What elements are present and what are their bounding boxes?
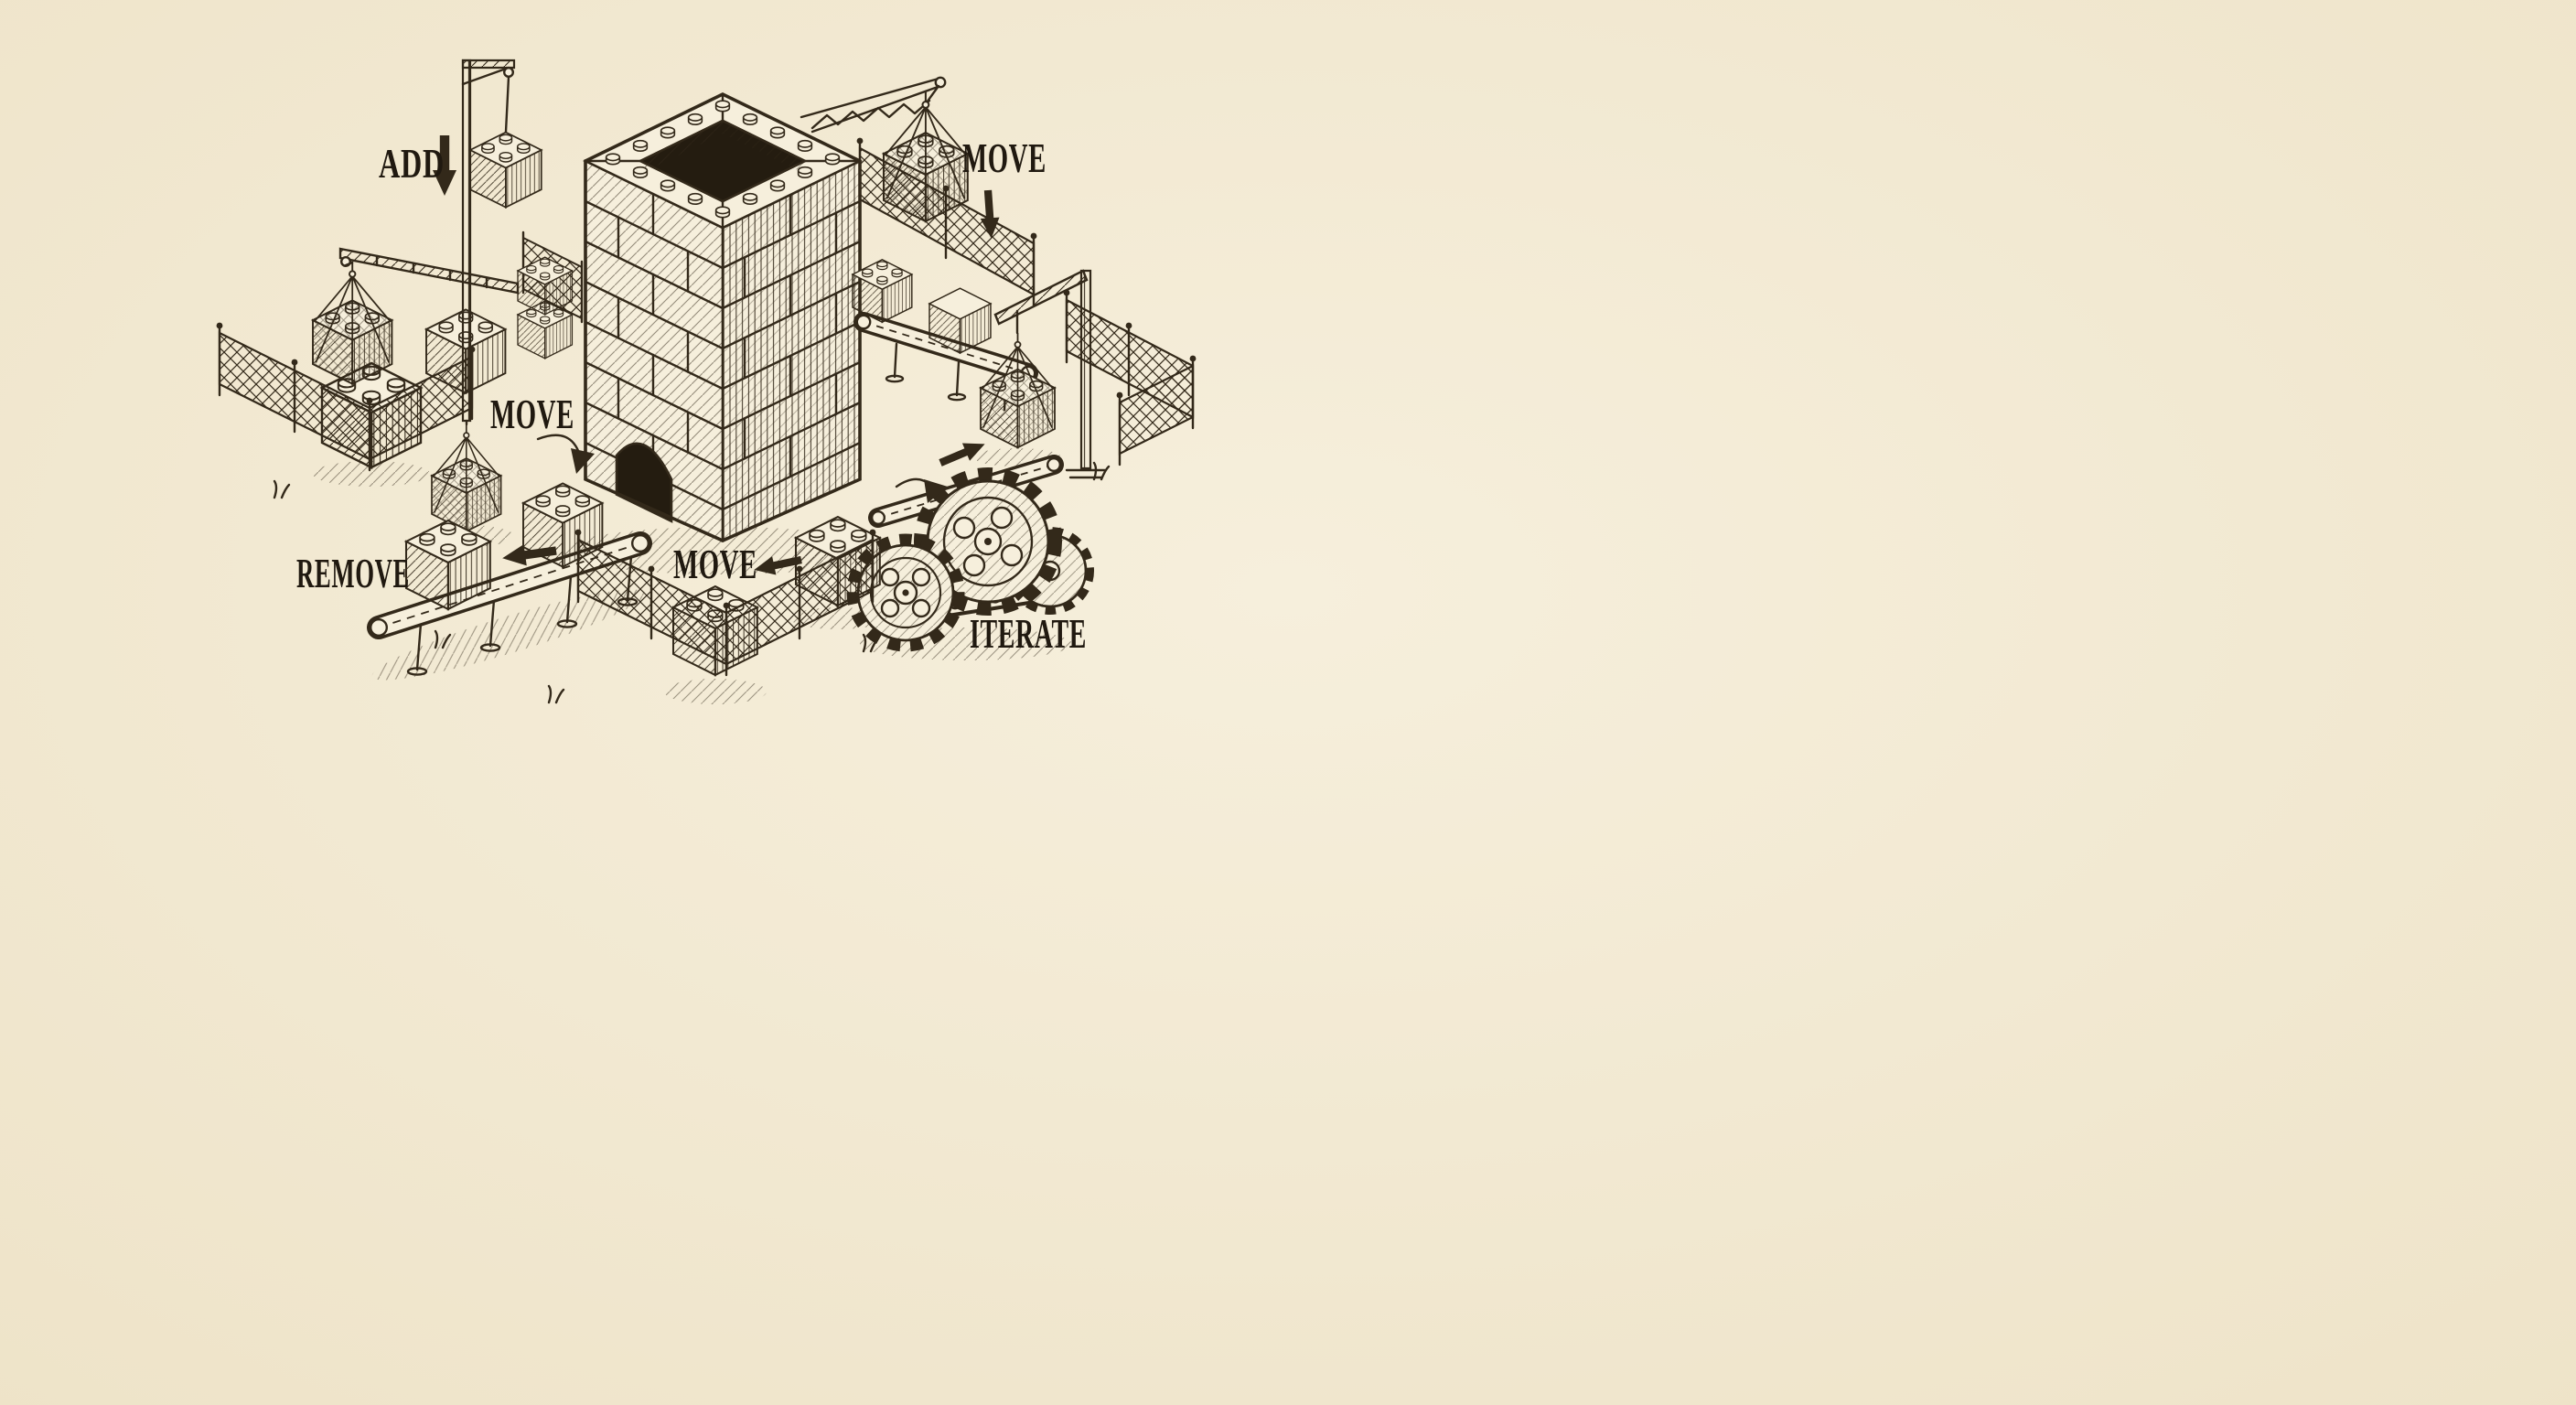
central-tower — [583, 91, 863, 542]
fence-left — [216, 322, 476, 472]
right-platform-conveyor — [853, 312, 1038, 412]
arch-doorway — [615, 442, 673, 523]
move-upper-right-label: MOVE — [962, 134, 1046, 181]
mast-crane — [461, 59, 516, 426]
add-label: ADD — [379, 140, 445, 187]
fence-right-outer — [1063, 289, 1197, 467]
iterate-label: ITERATE — [970, 610, 1087, 657]
gantry-crane — [993, 269, 1107, 479]
labels: ADD MOVE MOVE REMOVE MOVE ITERATE — [296, 134, 1087, 657]
fence-bottom — [574, 529, 876, 677]
boom-crane — [800, 76, 947, 134]
remove-label: REMOVE — [296, 550, 410, 596]
move-center-label: MOVE — [490, 391, 574, 437]
arrows — [433, 135, 1002, 580]
ground-tufts — [273, 461, 1111, 704]
move-lower-label: MOVE — [673, 541, 757, 587]
jib-crane — [338, 247, 520, 295]
